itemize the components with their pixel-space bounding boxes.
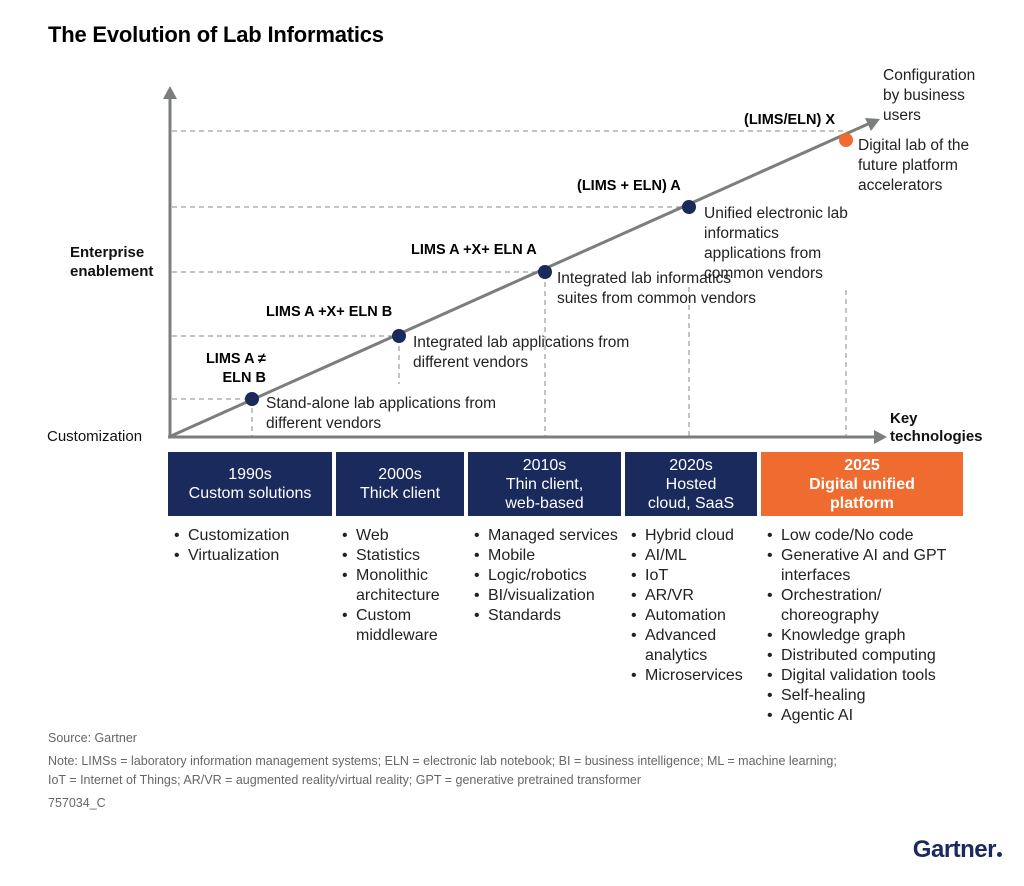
milestone-label-2020s: (LIMS + ELN) A [577,178,681,194]
milestone-desc-2020s: Unified electronic lab informatics appli… [704,205,848,282]
list-item: Virtualization [172,546,332,566]
figure-code: 757034_C [48,796,106,810]
x-axis-arrow-icon [874,430,887,444]
milestone-dot-1990s [245,392,259,406]
logo-dot-icon [997,852,1002,857]
x-axis-label: Key technologies [890,410,983,445]
list-item: Monolithic architecture [340,566,465,606]
era-name: Custom solutions [188,485,312,502]
list-item: Microservices [629,666,759,686]
y-axis-arrow-icon [163,86,177,99]
horizontal-guides [172,130,846,400]
milestone-dot-2025 [839,133,853,147]
milestone-desc-2000s: Integrated lab applications from differe… [413,334,630,371]
source-text: Source: Gartner [48,731,137,745]
era-name: Thin client, web-based [505,475,584,512]
list-item: Distributed computing [765,646,975,666]
list-item: Hybrid cloud [629,526,759,546]
era-box-2020s: 2020s Hosted cloud, SaaS [625,452,757,516]
list-item: Automation [629,606,759,626]
gartner-logo: Gartner [913,836,1002,864]
list-item: Custom middleware [340,606,465,646]
milestone-dot-2020s [682,200,696,214]
era-box-2025: 2025 Digital unified platform [761,452,963,516]
list-item: Customization [172,526,332,546]
list-item: Standards [472,606,622,626]
era-year: 1990s [228,466,272,483]
axes [168,96,878,439]
era-year: 2000s [378,466,422,483]
milestone-desc-2010s: Integrated lab informatics suites from c… [557,270,756,307]
milestone-label-1990s: LIMS A ≠ ELN B [205,351,266,386]
tech-list-2000s: Web Statistics Monolithic architecture C… [340,526,465,646]
list-item: Managed services [472,526,622,546]
list-item: AR/VR [629,586,759,606]
note-line-2: IoT = Internet of Things; AR/VR = augmen… [48,773,642,787]
milestone-label-2000s: LIMS A +X+ ELN B [266,304,393,320]
tech-list-2020s: Hybrid cloud AI/ML IoT AR/VR Automation … [629,526,759,686]
y-axis-label: Enterprise enablement [70,244,154,280]
milestone-desc-2025: Digital lab of the future platform accel… [858,137,970,194]
list-item: Generative AI and GPT interfaces [765,546,975,586]
era-name: Thick client [359,485,441,502]
top-right-label: Configuration by business users [883,67,976,124]
list-item: Statistics [340,546,465,566]
vertical-guides [251,282,847,436]
list-item: Knowledge graph [765,626,975,646]
list-item: Advanced analytics [629,626,759,666]
list-item: Web [340,526,465,546]
list-item: Agentic AI [765,706,975,726]
era-box-2010s: 2010s Thin client, web-based [468,452,621,516]
milestone-desc-1990s: Stand-alone lab applications from differ… [266,395,497,432]
era-box-2000s: 2000s Thick client [336,452,464,516]
list-item: Digital validation tools [765,666,975,686]
milestone-dot-2000s [392,329,406,343]
era-year: 2010s [522,456,567,474]
era-year: 2025 [844,456,880,474]
list-item: Orchestration/ choreography [765,586,975,626]
milestone-label-2025: (LIMS/ELN) X [744,112,836,128]
list-item: BI/visualization [472,586,622,606]
note-line-1: Note: LIMSs = laboratory information man… [48,754,837,768]
era-box-1990s: 1990s Custom solutions [168,452,332,516]
era-name: Digital unified platform [809,475,915,512]
page-title: The Evolution of Lab Informatics [48,22,384,47]
milestone-label-2010s: LIMS A +X+ ELN A [411,242,537,258]
tech-list-1990s: Customization Virtualization [172,526,332,566]
origin-label: Customization [47,428,143,445]
list-item: IoT [629,566,759,586]
tech-list-2025: Low code/No code Generative AI and GPT i… [765,526,975,726]
trend-line [170,122,869,438]
tech-list-2010s: Managed services Mobile Logic/robotics B… [472,526,622,626]
trend-arrow-icon [865,118,880,131]
list-item: Logic/robotics [472,566,622,586]
logo-text: Gartner [912,836,997,863]
milestone-dot-2010s [538,265,552,279]
list-item: AI/ML [629,546,759,566]
era-year: 2020s [669,456,713,474]
list-item: Mobile [472,546,622,566]
list-item: Self-healing [765,686,975,706]
list-item: Low code/No code [765,526,975,546]
era-name: Hosted cloud, SaaS [647,475,735,512]
